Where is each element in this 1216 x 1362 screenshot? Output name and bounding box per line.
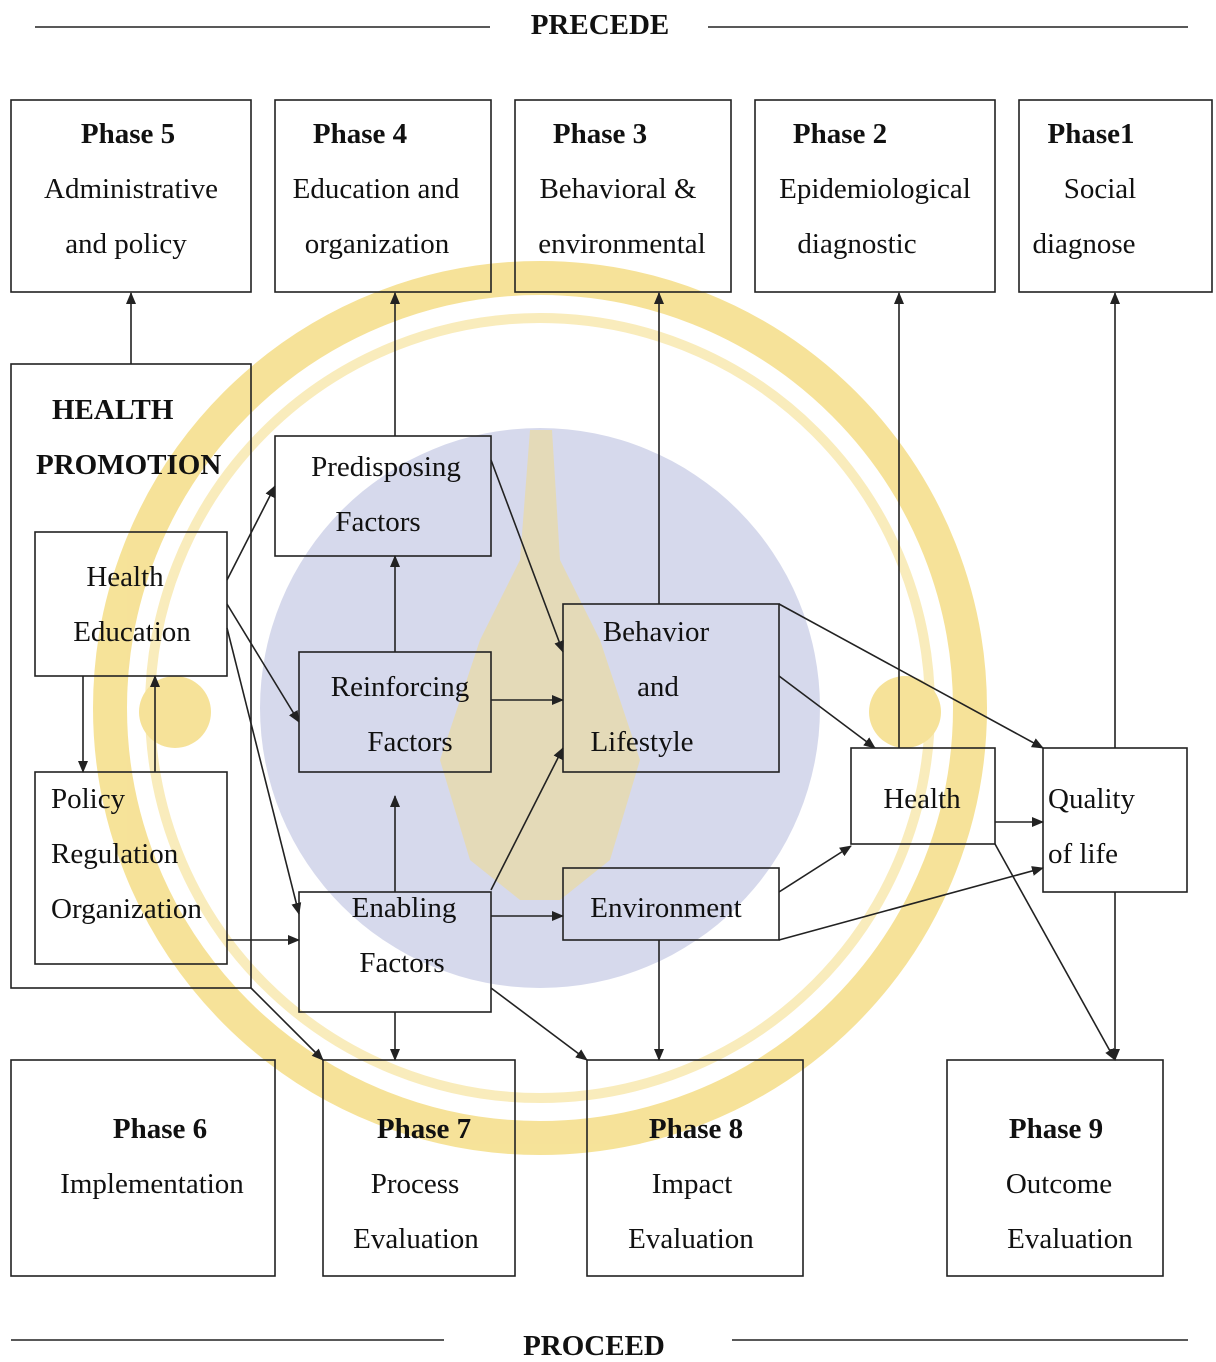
arrow-behavior-to-health — [778, 675, 876, 749]
phase7-box: Phase 7 Process Evaluation — [322, 1059, 516, 1277]
behavior-box: Behavior and Lifestyle — [562, 603, 780, 773]
phase6-line1: Implementation — [60, 1168, 244, 1200]
arrow-behavior-to-quality — [778, 603, 1044, 749]
phase1-line1: Social — [1064, 173, 1137, 205]
health-label: Health — [883, 783, 961, 815]
health-education-line1: Health — [86, 561, 164, 593]
phase1-box: Phase1 Social diagnose — [1018, 99, 1213, 293]
phase9-box: Phase 9 Outcome Evaluation — [946, 1059, 1164, 1277]
arrow-enabling-to-phase8 — [490, 987, 588, 1061]
reinforcing-line2: Factors — [367, 726, 452, 758]
phase5-line2: and policy — [65, 228, 187, 260]
arrow-education-to-enabling — [226, 627, 302, 915]
phase5-box: Phase 5 Administrative and policy — [10, 99, 252, 293]
health-promotion-title-line1: HEALTH — [52, 394, 174, 426]
phase7-title: Phase 7 — [377, 1113, 471, 1145]
phase8-line2: Evaluation — [628, 1223, 754, 1255]
policy-box: Policy Regulation Organization — [34, 771, 228, 965]
arrow-predisposing-to-behavior — [490, 459, 564, 653]
phase4-line1: Education and — [293, 173, 460, 205]
phase2-line2: diagnostic — [797, 228, 916, 260]
policy-line1: Policy — [51, 783, 126, 815]
phase9-title: Phase 9 — [1009, 1113, 1103, 1145]
phase3-line2: environmental — [538, 228, 706, 260]
phase4-line2: organization — [305, 228, 450, 260]
policy-line2: Regulation — [51, 838, 179, 870]
quality-of-life-box: Quality of life — [1042, 747, 1188, 893]
phase5-line1: Administrative — [44, 173, 218, 205]
phase3-title: Phase 3 — [553, 118, 647, 150]
phase7-line1: Process — [371, 1168, 460, 1200]
enabling-line2: Factors — [359, 947, 444, 979]
arrow-promotion-to-phase7 — [250, 987, 324, 1061]
reinforcing-box: Reinforcing Factors — [298, 651, 492, 773]
predisposing-line2: Factors — [335, 506, 420, 538]
enabling-line1: Enabling — [352, 892, 457, 924]
health-education-box: Health Education — [34, 531, 228, 677]
phase1-title: Phase1 — [1048, 118, 1135, 150]
reinforcing-line1: Reinforcing — [331, 671, 470, 703]
precede-label: PRECEDE — [531, 9, 670, 41]
phase4-box: Phase 4 Education and organization — [274, 99, 492, 293]
phase5-title: Phase 5 — [81, 118, 175, 150]
phase2-line1: Epidemiological — [779, 173, 971, 205]
predisposing-line1: Predisposing — [311, 451, 461, 483]
predisposing-box: Predisposing Factors — [274, 435, 492, 557]
phase1-line2: diagnose — [1032, 228, 1135, 260]
phase6-box: Phase 6 Implementation — [10, 1059, 276, 1277]
health-education-line2: Education — [73, 616, 191, 648]
arrow-environment-to-health — [778, 845, 852, 893]
proceed-footer: PROCEED — [11, 1330, 1188, 1362]
precede-header: PRECEDE — [35, 9, 1188, 41]
phase8-title: Phase 8 — [649, 1113, 743, 1145]
phase8-box: Phase 8 Impact Evaluation — [586, 1059, 804, 1277]
health-promotion-title-line2: PROMOTION — [36, 449, 221, 481]
phase2-box: Phase 2 Epidemiological diagnostic — [754, 99, 996, 293]
connectors — [78, 292, 1120, 1061]
phase2-title: Phase 2 — [793, 118, 887, 150]
environment-label: Environment — [590, 892, 741, 924]
health-box: Health — [850, 747, 996, 845]
phase6-title: Phase 6 — [113, 1113, 207, 1145]
arrow-environment-to-quality — [778, 866, 1044, 941]
phase3-box: Phase 3 Behavioral & environmental — [514, 99, 732, 293]
phase9-line1: Outcome — [1006, 1168, 1112, 1200]
phase9-line2: Evaluation — [1007, 1223, 1133, 1255]
phase4-title: Phase 4 — [313, 118, 407, 150]
proceed-label: PROCEED — [523, 1330, 665, 1362]
quality-line1: Quality — [1048, 783, 1135, 815]
phase7-line2: Evaluation — [353, 1223, 479, 1255]
policy-line3: Organization — [51, 893, 202, 925]
behavior-line2: and — [637, 671, 679, 703]
behavior-line1: Behavior — [603, 616, 710, 648]
arrow-health-to-phase9 — [994, 843, 1116, 1061]
seal-watermark — [93, 261, 987, 1155]
arrow-enabling-to-behavior — [490, 747, 564, 891]
environment-box: Environment — [562, 867, 780, 941]
phase8-line1: Impact — [652, 1168, 733, 1200]
phase3-line1: Behavioral & — [539, 173, 696, 205]
arrow-education-to-reinforcing — [226, 603, 300, 723]
behavior-line3: Lifestyle — [590, 726, 693, 758]
quality-line2: of life — [1048, 838, 1118, 870]
arrow-education-to-predisposing — [226, 485, 276, 581]
